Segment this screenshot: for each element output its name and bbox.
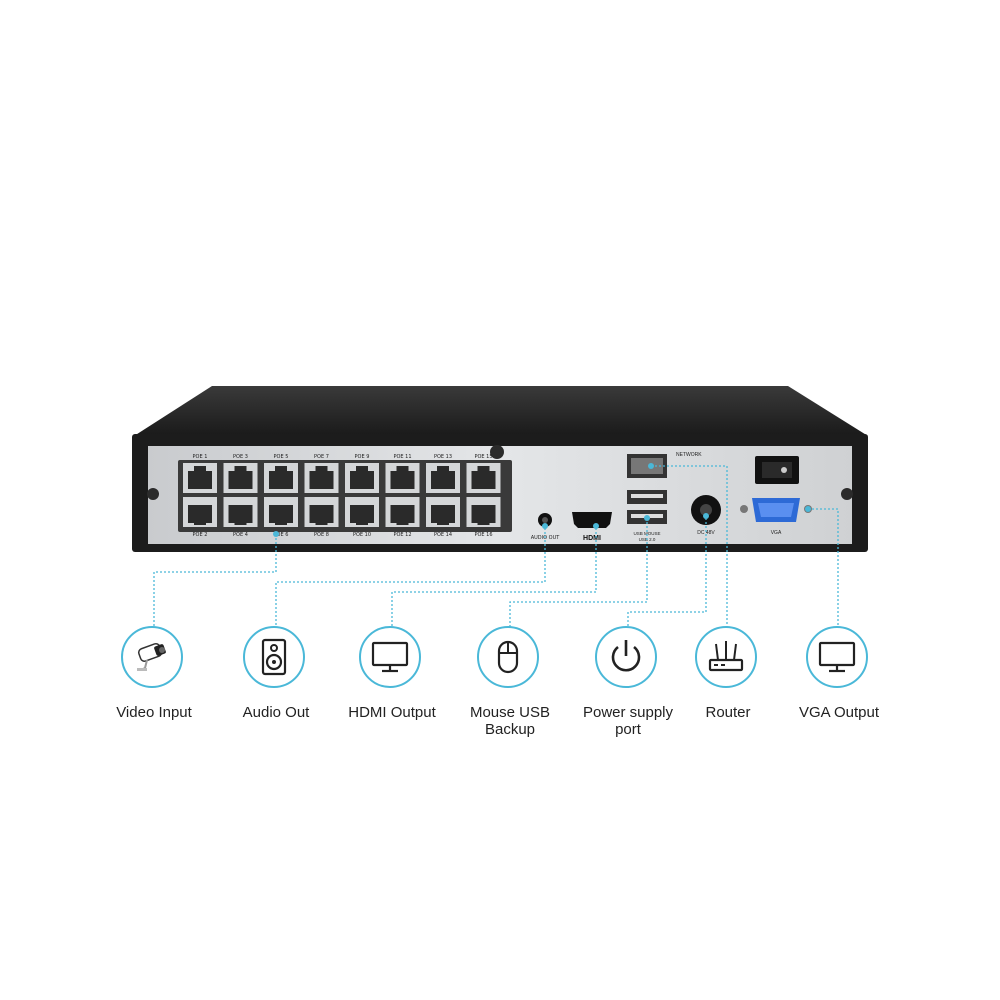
screw-icon: [740, 505, 748, 513]
rj45-port: [345, 497, 379, 527]
connector-vga: [808, 508, 839, 632]
connector-router: [651, 465, 728, 632]
rj45-port: [223, 497, 258, 527]
screw-icon: [147, 488, 159, 500]
feature-icon-circle: [806, 626, 868, 688]
port-label: POE 5: [274, 454, 289, 460]
feature-label: Video Input: [116, 704, 192, 721]
network-label: NETWORK: [676, 452, 702, 458]
mouse-icon: [497, 640, 519, 674]
monitor-icon: [371, 641, 409, 673]
port-label: POE 3: [233, 454, 248, 460]
usb-label-1: USB MOUSE: [633, 531, 660, 536]
rj45-port: [385, 497, 420, 527]
rj45-port: [183, 463, 217, 493]
feature-icon-circle: [477, 626, 539, 688]
feature-list: Video Input Audio Out HDMI Output: [0, 620, 1000, 760]
feature-icon-circle: [359, 626, 421, 688]
vga-label: VGA: [771, 530, 782, 536]
connector-hdmi: [391, 528, 597, 632]
dc-label: DC 48V: [697, 530, 715, 536]
screw-icon: [490, 445, 504, 459]
camera-icon: [137, 642, 166, 671]
screw-icon: [841, 488, 853, 500]
port-label: POE 4: [233, 532, 248, 538]
port-label: POE 10: [353, 532, 371, 538]
feature-label: HDMI Output: [348, 704, 436, 721]
hdmi-port: [572, 512, 612, 528]
feature-icon-circle: [121, 626, 183, 688]
router-icon: [708, 641, 744, 672]
rj45-port: [304, 463, 339, 493]
rj45-port: [183, 497, 217, 527]
rj45-port: [264, 463, 298, 493]
rj45-port: [223, 463, 258, 493]
rj45-port: [304, 497, 339, 527]
rj45-port: [345, 463, 379, 493]
connector-usb: [509, 518, 648, 632]
port-label: POE 6: [274, 532, 289, 538]
port-label: POE 1: [193, 454, 208, 460]
monitor-icon: [818, 641, 856, 673]
port-label: POE 14: [434, 532, 452, 538]
rj45-port: [466, 463, 501, 493]
connector-power: [627, 518, 707, 632]
connector-video: [153, 534, 277, 632]
hdmi-label: HDMI: [583, 535, 601, 542]
port-label: POE 13: [434, 454, 452, 460]
feature-icon-circle: [695, 626, 757, 688]
port-label: POE 16: [474, 532, 492, 538]
feature-label: Audio Out: [242, 704, 310, 721]
port-label: POE 9: [355, 454, 370, 460]
port-label: POE 2: [193, 532, 208, 538]
rj45-port: [426, 463, 460, 493]
port-label: POE 15: [474, 454, 492, 460]
feature-label: Router: [705, 704, 751, 721]
rj45-port: [426, 497, 460, 527]
power-icon: [611, 640, 641, 672]
rj45-port: [264, 497, 298, 527]
port-label: POE 7: [314, 454, 329, 460]
device-top-cover: [134, 386, 868, 436]
feature-icon-circle: [595, 626, 657, 688]
feature-label: VGA Output: [798, 704, 880, 721]
connector-audio: [275, 528, 546, 632]
feature-icon-circle: [243, 626, 305, 688]
speaker-icon: [261, 638, 287, 676]
port-label: POE 11: [393, 454, 411, 460]
port-label: POE 12: [393, 532, 411, 538]
port-label: POE 8: [314, 532, 329, 538]
rj45-port: [385, 463, 420, 493]
rj45-port: [466, 497, 501, 527]
